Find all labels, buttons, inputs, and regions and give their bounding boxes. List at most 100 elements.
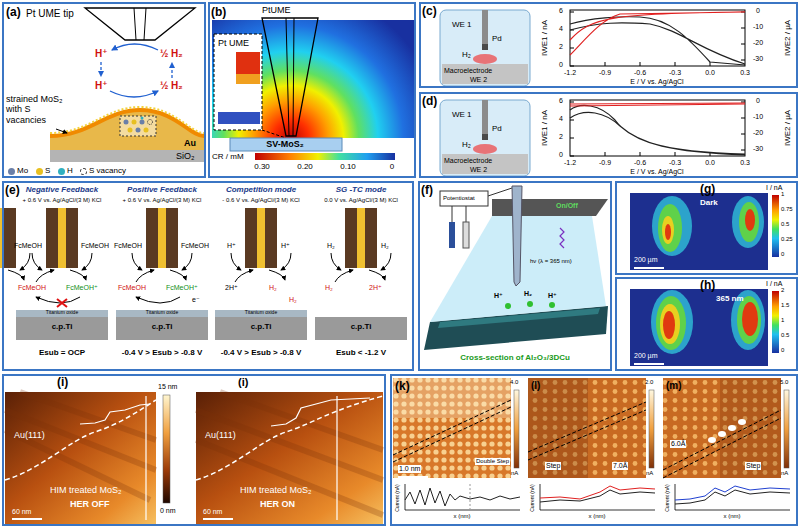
panel-box: (i) — [2, 374, 386, 526]
label-text: Competition mode — [226, 185, 296, 194]
label-text: H⁺ — [548, 292, 557, 300]
label-text: 15 nm — [158, 383, 177, 391]
label-text: Esub < -1.2 V — [336, 348, 386, 357]
label-text: 0 — [559, 151, 563, 159]
label-text: 200 µm — [634, 256, 658, 264]
label-text: IWE1 / nA — [540, 20, 549, 56]
label-text: 1 — [781, 191, 784, 198]
label-text: 0 — [559, 61, 563, 69]
legend-item: H — [58, 166, 73, 176]
label-text: H₂ — [381, 242, 389, 250]
label-text: + 0.6 V vs. Ag/AgCl/(3 M) KCl — [123, 197, 202, 204]
panel-box: (k) — [390, 374, 798, 526]
label-text: 0.25 — [781, 236, 793, 243]
label-text: Macroelectrode — [444, 157, 492, 165]
label-text: -0.4 V > Esub > -0.8 V — [221, 348, 301, 357]
label-text: HIM treated MoS₂ — [240, 485, 312, 495]
panel-letter: (h) — [700, 278, 715, 292]
label-text: 0.0 — [705, 69, 715, 77]
label-text: nA — [646, 470, 653, 477]
label-text: 0.5 — [781, 332, 789, 339]
label-text: FcMeOH — [18, 284, 46, 292]
label-text: Au(111) — [14, 430, 45, 440]
label-text: -30 — [753, 145, 763, 153]
label-text: x (nm) — [454, 513, 471, 520]
legend-text: S — [45, 166, 50, 176]
label-text: 0.0 — [705, 159, 715, 167]
label-text: SiO₂ — [176, 151, 195, 161]
label-text: 0.20 — [297, 162, 313, 171]
label-text: Pt UME tip — [26, 8, 74, 20]
panel-letter: (i) — [57, 375, 68, 389]
label-text: H₂ — [289, 296, 297, 304]
label-text: ½ H₂ — [160, 80, 183, 92]
legend-swatch — [80, 168, 87, 175]
label-text: nA — [511, 470, 518, 477]
panel-letter: (d) — [422, 94, 437, 108]
label-text: c.p.Ti — [351, 322, 372, 331]
label-text: Titanium oxide — [146, 310, 178, 316]
label-text: Macroelectrode — [444, 67, 492, 75]
legend-item: S — [36, 166, 50, 176]
label-text: -0.9 — [599, 69, 611, 77]
label-text: Au(111) — [205, 430, 236, 440]
label-text: Esub = OCP — [39, 348, 85, 357]
label-text: (m) — [666, 380, 682, 392]
panel-letter: (e) — [5, 183, 20, 197]
label-text: SV-MoS₂ — [266, 139, 304, 149]
label-text: Current (nA) — [395, 484, 401, 512]
panel-letter: (k) — [395, 379, 410, 393]
label-text: 1 — [781, 317, 784, 324]
legend-item: S vacancy — [80, 166, 126, 176]
label-text: 0.3 — [740, 69, 750, 77]
panel-box: (e) — [2, 181, 414, 371]
label-text: x (nm) — [589, 513, 606, 520]
legend-text: S vacancy — [89, 166, 126, 176]
label-text: FcMeOH⁺ — [66, 284, 98, 292]
label-text: FcMeOH — [118, 284, 146, 292]
label-text: nA — [781, 470, 788, 477]
label-text: HER ON — [260, 499, 295, 509]
label-text: H₂ — [325, 284, 333, 292]
label-text: -0.6 — [634, 69, 646, 77]
label-text: WE 1 — [452, 20, 472, 29]
label-text: 365 nm — [716, 294, 744, 303]
label-text: e⁻ — [192, 296, 200, 304]
label-text: hν (λ = 365 nm) — [530, 258, 572, 265]
label-text: Pd — [492, 124, 502, 133]
label-text: + 0.6 V vs. Ag/AgCl/(3 M) KCl — [23, 197, 102, 204]
label-text: WE 2 — [470, 166, 487, 174]
label-text: -20 — [753, 129, 763, 137]
label-text: CR / mM — [212, 152, 244, 161]
label-text: IWE2 / µA — [783, 20, 792, 56]
label-text: WE 2 — [470, 76, 487, 84]
label-text: H₂ — [462, 50, 471, 59]
label-text: HIM treated MoS₂ — [50, 485, 122, 495]
label-text: Pt UME — [218, 38, 249, 48]
label-text: 2H⁺ — [369, 284, 382, 292]
label-text: I / nA — [766, 280, 782, 288]
label-text: FcMeOH — [81, 242, 109, 250]
label-text: Cross-section of Al₂O₃/3DCu — [460, 353, 570, 362]
panel-letter: (c) — [422, 4, 437, 18]
label-text: 0 — [756, 97, 760, 105]
label-text: Negative Feedback — [26, 185, 98, 194]
label-text: -0.9 — [599, 159, 611, 167]
label-text: Titanium oxide — [46, 310, 78, 316]
label-text: -0.3 — [669, 69, 681, 77]
label-text: 0 — [390, 162, 394, 171]
label-text: -0.6 — [634, 159, 646, 167]
label-text: FcMeOH — [114, 242, 142, 250]
label-text: 0.0 V vs. Ag/AgCl/(3 M) KCl — [324, 197, 398, 204]
legend-text: Mo — [17, 166, 28, 176]
label-text: 4.0 — [510, 379, 518, 386]
label-text: 0 — [756, 7, 760, 15]
label-text: -10 — [753, 23, 763, 31]
legend-item: Mo — [8, 166, 28, 176]
label-text: 1.5 — [781, 302, 789, 309]
legend-swatch — [8, 168, 15, 175]
label-text: H⁺ — [227, 242, 236, 250]
label-text: 5.0 — [780, 379, 788, 386]
label-text: 60 nm — [203, 508, 222, 516]
label-text: H⁺ — [95, 80, 108, 92]
